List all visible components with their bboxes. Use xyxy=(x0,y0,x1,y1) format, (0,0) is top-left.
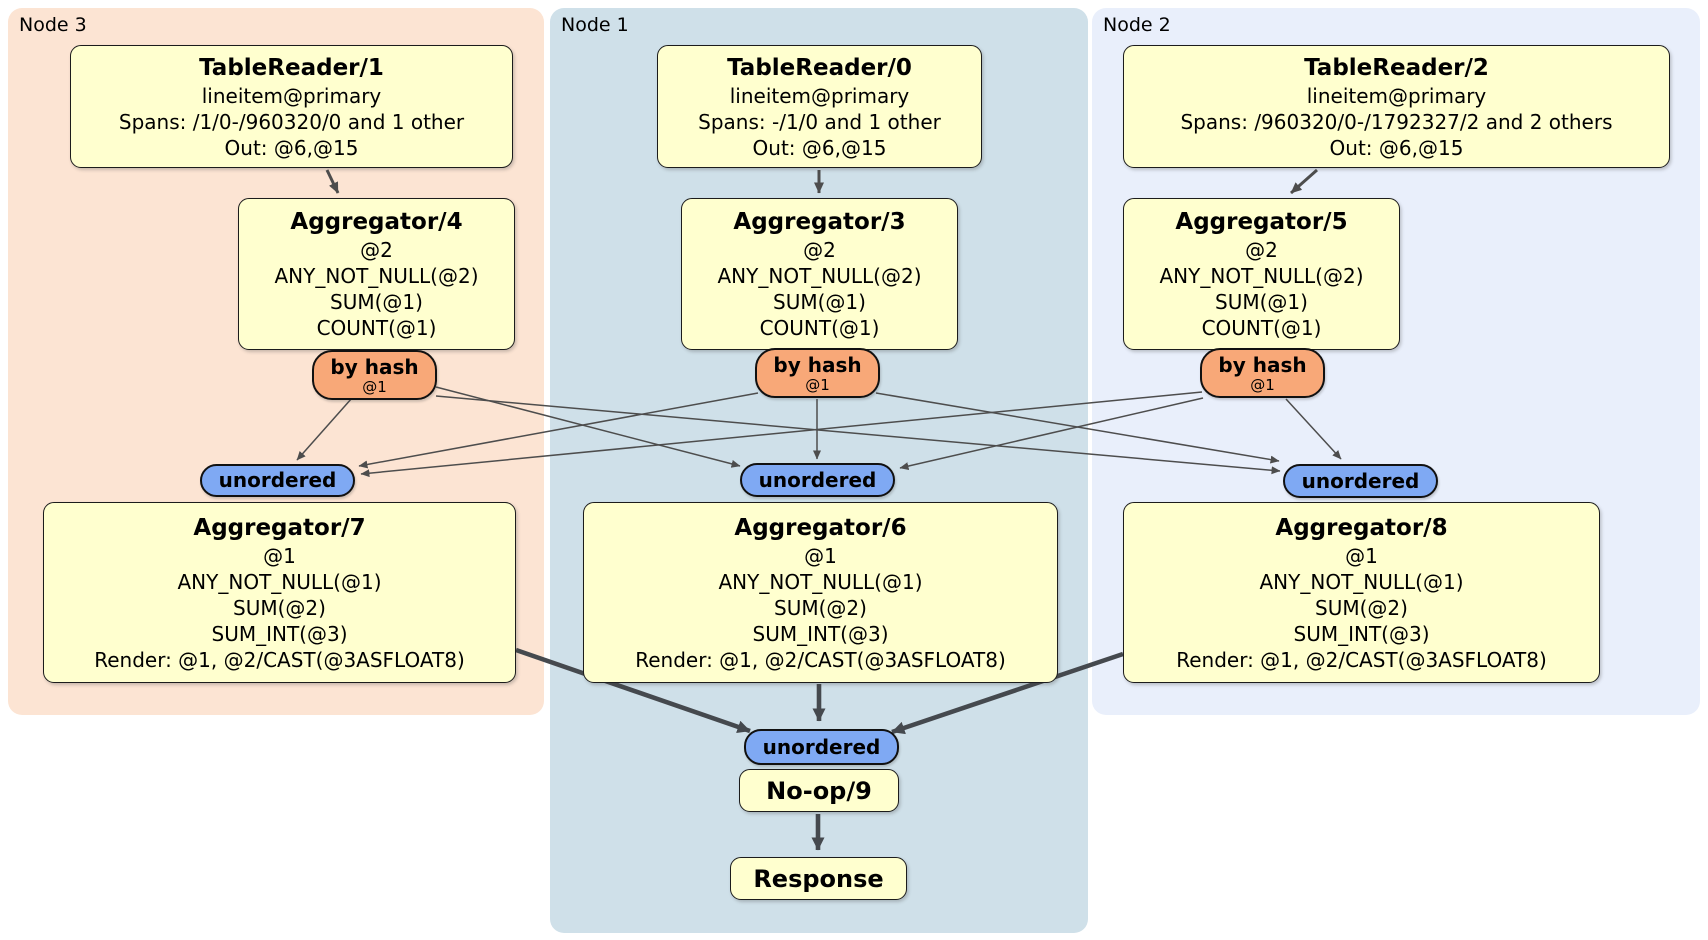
processor-detail: SUM(@2) xyxy=(774,595,867,620)
edge-agg7-un9 xyxy=(515,647,751,734)
processor-detail: SUM(@1) xyxy=(773,290,866,314)
processor-detail: @2 xyxy=(360,238,393,262)
processor-detail: Render: @1, @2/CAST(@3ASFLOAT8) xyxy=(635,647,1006,672)
processor-box-tablereader-2: TableReader/2 lineitem@primary Spans: /9… xyxy=(1123,45,1670,168)
response-label: Response xyxy=(753,864,884,893)
processor-title: Aggregator/7 xyxy=(193,514,366,541)
router-by-hash-node2: by hash @1 xyxy=(1200,348,1325,398)
processor-detail: Out: @6,@15 xyxy=(752,135,887,160)
processor-title: TableReader/0 xyxy=(727,54,912,81)
processor-detail: ANY_NOT_NULL(@2) xyxy=(717,264,922,288)
processor-detail: Render: @1, @2/CAST(@3ASFLOAT8) xyxy=(1176,647,1547,672)
processor-detail: Render: @1, @2/CAST(@3ASFLOAT8) xyxy=(94,647,465,672)
processor-box-tablereader-1: TableReader/1 lineitem@primary Spans: /1… xyxy=(70,45,513,168)
processor-detail: Spans: /960320/0-/1792327/2 and 2 others xyxy=(1180,109,1613,134)
router-by-hash-node1: by hash @1 xyxy=(755,348,880,398)
processor-title: No-op/9 xyxy=(766,776,872,805)
router-label: by hash xyxy=(330,354,419,379)
processor-title: TableReader/1 xyxy=(199,54,384,81)
edge-hash4-un8 xyxy=(435,395,1281,475)
processor-detail: Spans: -/1/0 and 1 other xyxy=(698,109,941,134)
processor-title: Aggregator/8 xyxy=(1275,514,1448,541)
processor-detail: ANY_NOT_NULL(@2) xyxy=(274,264,479,288)
processor-detail: @1 xyxy=(263,543,296,568)
processor-detail: SUM_INT(@3) xyxy=(211,621,348,646)
processor-detail: @2 xyxy=(803,238,836,262)
processor-box-aggregator-7: Aggregator/7 @1 ANY_NOT_NULL(@1) SUM(@2)… xyxy=(43,502,516,683)
edge-hash4-un6 xyxy=(435,386,741,468)
router-hash-columns: @1 xyxy=(805,375,830,394)
router-label: by hash xyxy=(773,352,862,377)
sync-unordered-node1: unordered xyxy=(740,463,895,497)
processor-detail: SUM_INT(@3) xyxy=(1293,621,1430,646)
processor-detail: COUNT(@1) xyxy=(759,316,880,340)
sync-label: unordered xyxy=(762,734,881,759)
processor-detail: Out: @6,@15 xyxy=(1329,135,1464,160)
processor-detail: Out: @6,@15 xyxy=(224,135,359,160)
processor-detail: Spans: /1/0-/960320/0 and 1 other xyxy=(118,109,465,134)
processor-box-aggregator-3: Aggregator/3 @2 ANY_NOT_NULL(@2) SUM(@1)… xyxy=(681,198,958,350)
sync-label: unordered xyxy=(1301,468,1420,493)
sync-label: unordered xyxy=(758,467,877,492)
processor-detail: ANY_NOT_NULL(@1) xyxy=(177,569,382,594)
processor-box-aggregator-6: Aggregator/6 @1 ANY_NOT_NULL(@1) SUM(@2)… xyxy=(583,502,1058,683)
processor-box-aggregator-5: Aggregator/5 @2 ANY_NOT_NULL(@2) SUM(@1)… xyxy=(1123,198,1400,350)
processor-detail: ANY_NOT_NULL(@1) xyxy=(718,569,923,594)
processor-detail: @2 xyxy=(1245,238,1278,262)
processor-detail: @1 xyxy=(1345,543,1378,568)
processor-detail: SUM(@2) xyxy=(233,595,326,620)
processor-detail: COUNT(@1) xyxy=(316,316,437,340)
edge-hash5-un8 xyxy=(1285,398,1342,460)
processor-detail: COUNT(@1) xyxy=(1201,316,1322,340)
processor-title: Aggregator/4 xyxy=(290,209,463,235)
router-label: by hash xyxy=(1218,352,1307,377)
router-hash-columns: @1 xyxy=(1250,375,1275,394)
processor-detail: lineitem@primary xyxy=(201,83,382,108)
edge-hash5-un6 xyxy=(899,397,1204,470)
processor-detail: SUM(@1) xyxy=(330,290,423,314)
processor-title: Aggregator/5 xyxy=(1175,209,1348,235)
processor-box-tablereader-0: TableReader/0 lineitem@primary Spans: -/… xyxy=(657,45,982,168)
panel-node-3-label: Node 3 xyxy=(19,14,87,36)
sync-unordered-node2: unordered xyxy=(1283,464,1438,498)
processor-title: Aggregator/6 xyxy=(734,514,907,541)
edge-tr2-agg5 xyxy=(1290,168,1318,195)
processor-title: TableReader/2 xyxy=(1304,54,1489,81)
edge-tr1-agg4 xyxy=(325,169,340,194)
processor-box-aggregator-4: Aggregator/4 @2 ANY_NOT_NULL(@2) SUM(@1)… xyxy=(238,198,515,350)
processor-box-noop-9: No-op/9 xyxy=(739,769,899,812)
processor-detail: lineitem@primary xyxy=(729,83,910,108)
router-hash-columns: @1 xyxy=(362,377,387,396)
processor-detail: ANY_NOT_NULL(@2) xyxy=(1159,264,1364,288)
processor-detail: @1 xyxy=(804,543,837,568)
router-by-hash-node3: by hash @1 xyxy=(312,350,437,400)
processor-detail: lineitem@primary xyxy=(1306,83,1487,108)
edge-hash4-un7 xyxy=(296,397,353,461)
response-box: Response xyxy=(730,857,907,900)
processor-detail: SUM(@1) xyxy=(1215,290,1308,314)
edge-agg8-un9 xyxy=(891,651,1124,735)
edge-hash3-un7 xyxy=(358,392,759,469)
processor-title: Aggregator/3 xyxy=(733,209,906,235)
processor-detail: SUM_INT(@3) xyxy=(752,621,889,646)
processor-detail: SUM(@2) xyxy=(1315,595,1408,620)
panel-node-2-label: Node 2 xyxy=(1103,14,1171,36)
sync-label: unordered xyxy=(218,468,337,492)
processor-box-aggregator-8: Aggregator/8 @1 ANY_NOT_NULL(@1) SUM(@2)… xyxy=(1123,502,1600,683)
edge-hash5-un7 xyxy=(360,391,1203,478)
sync-unordered-node3: unordered xyxy=(200,464,355,497)
panel-node-1-label: Node 1 xyxy=(561,14,629,36)
processor-detail: ANY_NOT_NULL(@1) xyxy=(1259,569,1464,594)
sync-unordered-final: unordered xyxy=(744,729,899,765)
